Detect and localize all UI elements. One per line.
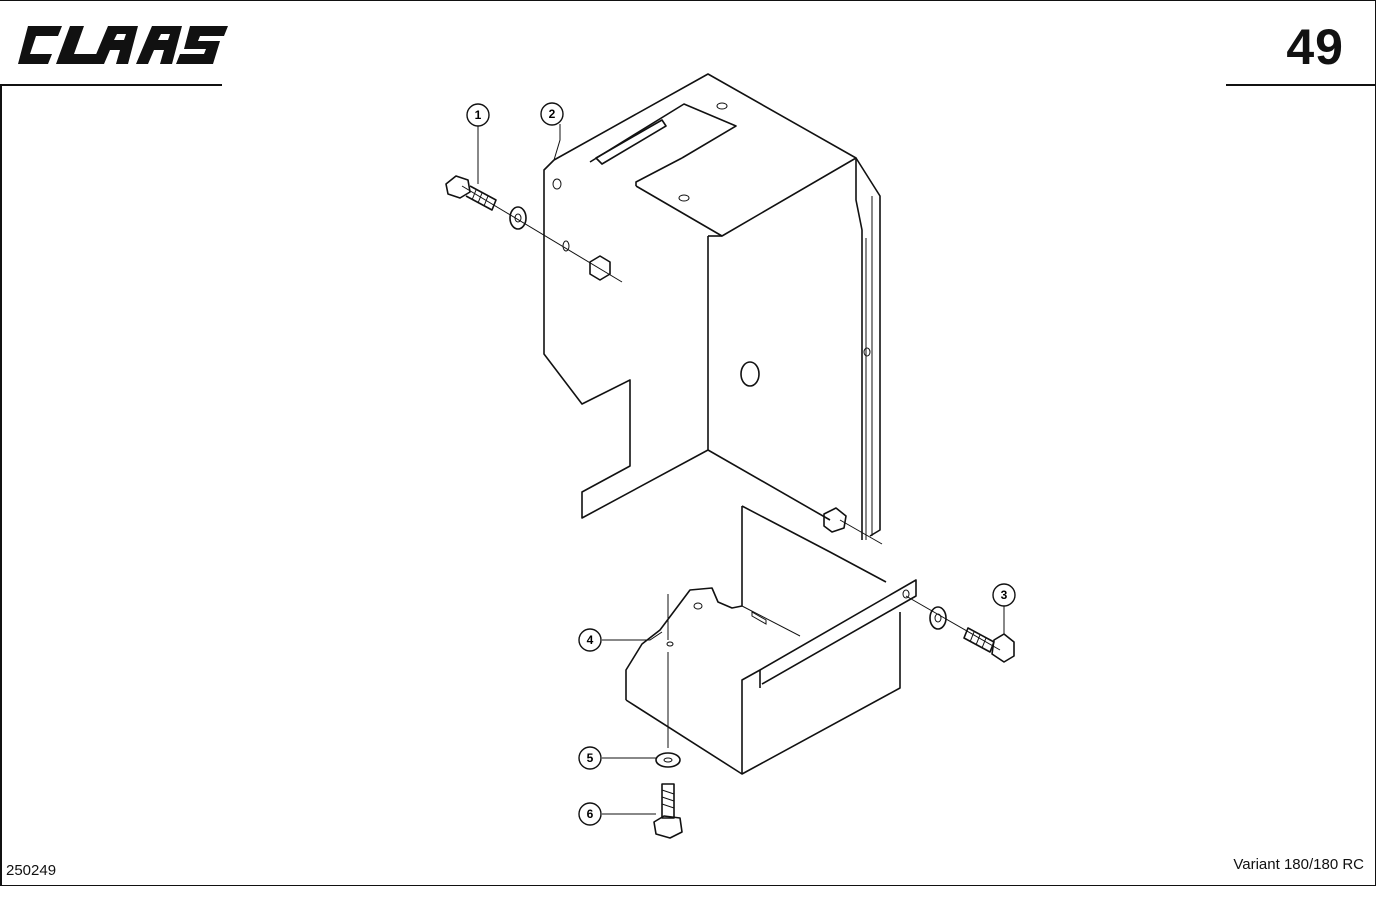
washer-part-5 (655, 752, 681, 768)
leader-lines (477, 124, 1005, 815)
page-number: 49 (1286, 19, 1344, 75)
callout-1: 1 (466, 103, 490, 127)
callout-4: 4 (578, 628, 602, 652)
callout-4-label: 4 (587, 633, 594, 647)
callout-6: 6 (578, 802, 602, 826)
bolt-part-3 (905, 595, 1015, 663)
bolt-part-6 (653, 783, 683, 839)
frame-left-border (0, 86, 2, 886)
callout-2: 2 (540, 102, 564, 126)
model-name: Variant 180/180 RC (1233, 856, 1364, 873)
tray-part-4 (625, 505, 917, 775)
logo-underline (0, 84, 222, 86)
document-id: 250249 (6, 862, 57, 879)
page-number-underline (1226, 84, 1376, 86)
callout-3-label: 3 (1001, 588, 1008, 602)
claas-logo (18, 26, 228, 64)
bolt-part-1 (445, 175, 623, 283)
callout-2-label: 2 (549, 107, 556, 121)
callout-1-label: 1 (475, 108, 482, 122)
callout-6-label: 6 (587, 807, 594, 821)
callout-5-label: 5 (587, 751, 594, 765)
callout-3: 3 (992, 583, 1016, 607)
callout-5: 5 (578, 746, 602, 770)
bracket-part-2 (543, 73, 881, 540)
